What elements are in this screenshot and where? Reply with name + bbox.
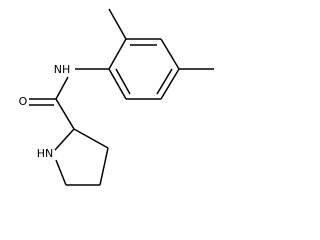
bond-ring-c4-c5 — [160, 68, 180, 100]
bond-carbonyl-alpha-carbon — [55, 98, 75, 130]
bond-ring-c1-c2 — [108, 38, 127, 70]
bond-pyrrolidine-c2-n1 — [54, 128, 75, 151]
carbonyl-oxygen-label: O — [19, 95, 28, 108]
bond-pyrrolidine-n1-c5 — [55, 159, 67, 186]
bond-pyrrolidine-c4-c3 — [99, 147, 109, 186]
bond-nitrogen-carbonyl — [55, 76, 69, 100]
bond-ring-c6-c1-inner — [115, 68, 131, 95]
bond-ring-c6-c1 — [108, 68, 127, 100]
amide-nitrogen-label: NH — [54, 63, 71, 76]
molecule-structure: NH O HN — [19, 8, 214, 186]
bond-pyrrolidine-c3-c2 — [73, 128, 109, 149]
benzene-ring — [108, 38, 180, 100]
pyrrolidine-ring — [54, 128, 109, 186]
bond-ring-c4-c5-inner — [156, 68, 173, 95]
ring-nitrogen-label: HN — [37, 147, 54, 160]
bond-ring-c3-c4 — [160, 38, 180, 70]
bond-methyl-ortho — [108, 8, 127, 40]
